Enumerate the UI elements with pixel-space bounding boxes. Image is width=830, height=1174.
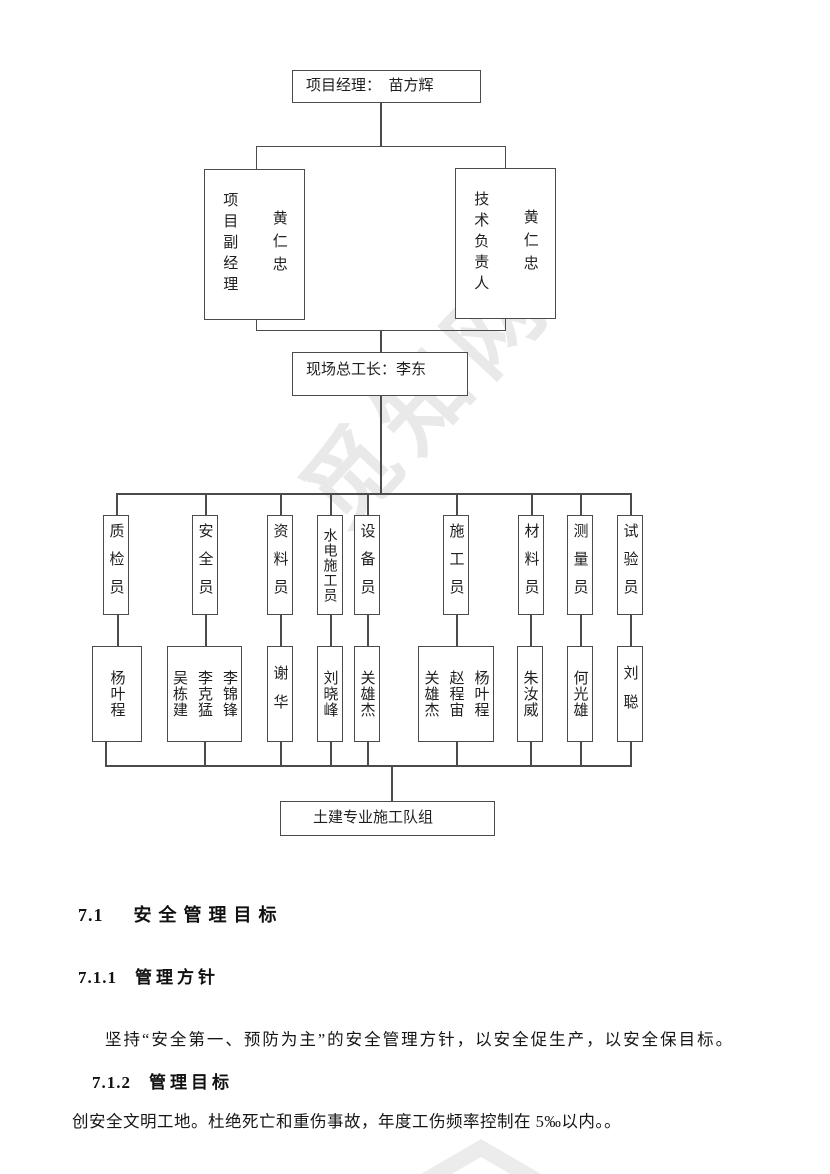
connector-line xyxy=(580,493,582,516)
deputy-role-cell: 项目副经理 xyxy=(205,170,255,319)
chief-foreman-box: 现场总工长：李东 xyxy=(292,352,468,396)
section-heading-7-1: 7.1 安全管理目标 xyxy=(78,901,284,927)
connector-line xyxy=(530,742,532,766)
role-box-document-clerk: 资料员 xyxy=(267,515,293,615)
connector-line xyxy=(367,615,369,646)
connector-line xyxy=(330,493,332,516)
name-box: 何光雄 xyxy=(567,646,593,742)
section-title: 管理方针 xyxy=(135,968,219,987)
connector-line xyxy=(580,742,582,766)
name-box: 李锦锋 李克猛 吴栋建 xyxy=(167,646,242,742)
connector-line xyxy=(280,615,282,646)
connector-line xyxy=(117,615,119,646)
name-box: 杨叶程 xyxy=(92,646,142,742)
connector-line xyxy=(105,765,632,767)
connector-line xyxy=(456,493,458,516)
connector-line xyxy=(330,615,332,646)
section-number: 7.1 xyxy=(78,905,104,925)
role-box-tester: 试验员 xyxy=(617,515,643,615)
role-box-material-officer: 材料员 xyxy=(518,515,544,615)
role-box-quality-inspector: 质检员 xyxy=(103,515,129,615)
role-box-surveyor: 测量员 xyxy=(567,515,593,615)
connector-line xyxy=(531,493,533,516)
connector-line xyxy=(116,493,630,495)
connector-line xyxy=(456,742,458,766)
section-number: 7.1.1 xyxy=(78,968,117,987)
deputy-role-label: 项目副经理 xyxy=(221,192,239,297)
tech-name-label: 黄仁忠 xyxy=(521,209,539,278)
connector-line xyxy=(630,493,632,516)
connector-line xyxy=(330,742,332,766)
role-box-safety-officer: 安全员 xyxy=(192,515,218,615)
name-box: 朱汝威 xyxy=(517,646,543,742)
deputy-pair-box: 项目副经理 黄仁忠 xyxy=(204,169,305,320)
connector-line xyxy=(367,493,369,516)
deputy-name-label: 黄仁忠 xyxy=(270,210,288,279)
section-title: 管理目标 xyxy=(149,1073,233,1092)
connector-line xyxy=(380,396,382,493)
connector-line xyxy=(380,103,382,147)
name-box: 谢华 xyxy=(267,646,293,742)
connector-line xyxy=(205,493,207,516)
connector-line xyxy=(205,615,207,646)
connector-line xyxy=(530,615,532,646)
name-box: 关雄杰 xyxy=(354,646,380,742)
section-number: 7.1.2 xyxy=(92,1073,131,1092)
connector-line xyxy=(380,331,382,352)
tech-pair-box: 技术负责人 黄仁忠 xyxy=(455,168,556,319)
section-title: 安全管理目标 xyxy=(133,905,284,925)
connector-line xyxy=(456,615,458,646)
name-box: 杨叶程 赵程宙 关雄杰 xyxy=(418,646,494,742)
role-box-equipment-officer: 设备员 xyxy=(354,515,380,615)
watermark-logo-inner-icon xyxy=(452,1157,510,1174)
connector-line xyxy=(630,742,632,766)
section-heading-7-1-2: 7.1.2 管理目标 xyxy=(92,1068,233,1093)
role-box-builder: 施工员 xyxy=(443,515,469,615)
paragraph-safety-policy: 坚持“安全第一、预防为主”的安全管理方针，以安全促生产，以安全保目标。 xyxy=(105,1030,735,1049)
connector-line xyxy=(204,742,206,766)
tech-role-cell: 技术负责人 xyxy=(456,169,506,318)
section-heading-7-1-1: 7.1.1 管理方针 xyxy=(78,963,219,988)
connector-line xyxy=(280,493,282,516)
name-box: 刘聪 xyxy=(617,646,643,742)
role-box-mep-builder: 水电施工员 xyxy=(317,515,343,615)
name-box: 刘晓峰 xyxy=(317,646,343,742)
construction-team-box: 土建专业施工队组 xyxy=(280,801,495,836)
tech-name-cell: 黄仁忠 xyxy=(506,169,556,318)
connector-line xyxy=(116,493,118,516)
paragraph-management-target: 创安全文明工地。杜绝死亡和重伤事故，年度工伤频率控制在 5‰以内。。 xyxy=(72,1112,622,1131)
connector-line xyxy=(630,615,632,646)
connector-line xyxy=(367,742,369,766)
project-manager-box: 项目经理： 苗方辉 xyxy=(292,70,481,103)
connector-line xyxy=(280,742,282,766)
connector-line xyxy=(580,615,582,646)
connector-line xyxy=(391,765,393,802)
deputy-name-cell: 黄仁忠 xyxy=(255,170,305,319)
tech-role-label: 技术负责人 xyxy=(472,191,490,296)
connector-line xyxy=(105,742,107,766)
